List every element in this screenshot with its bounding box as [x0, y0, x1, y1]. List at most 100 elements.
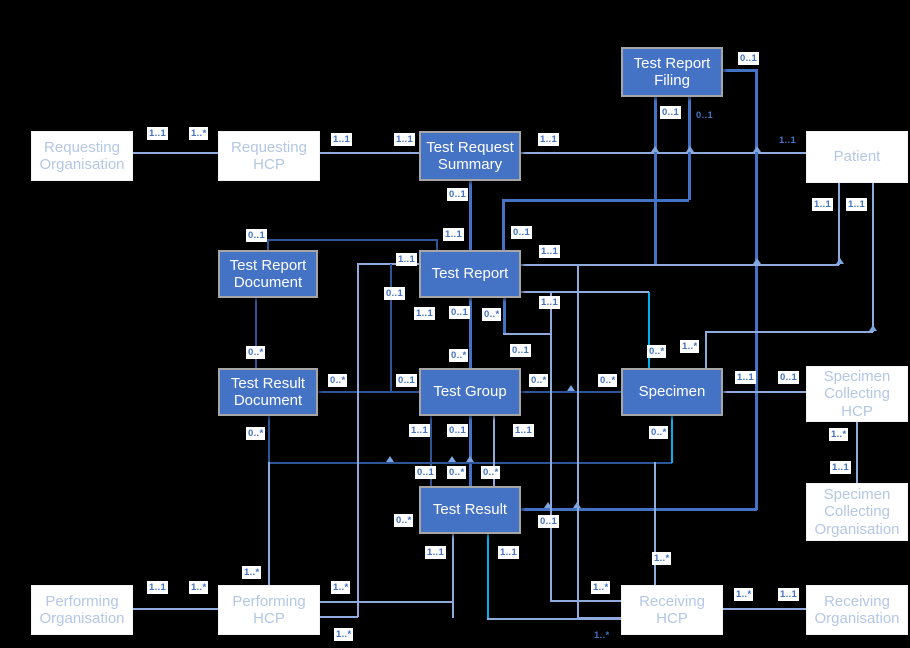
connector-segment	[755, 69, 758, 510]
cardinality-label: 0..1	[510, 344, 532, 357]
cardinality-label: 0..1	[415, 466, 437, 479]
cardinality-label: 1..*	[331, 581, 351, 594]
connector-segment	[654, 462, 656, 585]
node-label: Patient	[833, 148, 881, 166]
connector-segment	[671, 416, 673, 463]
cardinality-label: 0..*	[598, 374, 618, 387]
cardinality-label: 0..1	[396, 374, 418, 387]
node-test-result: Test Result	[419, 486, 521, 534]
arrowhead-icon	[869, 325, 877, 331]
cardinality-label: 1..*	[242, 566, 262, 579]
cardinality-label: 0..*	[529, 374, 549, 387]
cardinality-label: 1..1	[396, 253, 418, 266]
connector-segment	[705, 331, 873, 333]
connector-segment	[838, 183, 840, 265]
cardinality-label: 1..1	[498, 546, 520, 559]
cardinality-label: 0..*	[328, 374, 348, 387]
connector-segment	[469, 181, 472, 251]
node-test-report-document: Test Report Document	[218, 250, 318, 298]
connector-segment	[358, 263, 419, 265]
connector-segment	[452, 534, 454, 618]
node-specimen-collecting-organisation: Specimen Collecting Organisation	[806, 483, 908, 541]
node-label: Test Result Document	[230, 374, 306, 409]
node-label: Receiving Organisation	[814, 592, 900, 627]
cardinality-label: 1..*	[189, 127, 209, 140]
node-label: Test Report	[431, 265, 509, 283]
node-label: Requesting HCP	[231, 138, 307, 173]
cardinality-label: 1..1	[331, 133, 353, 146]
cardinality-label: 1..*	[829, 428, 849, 441]
arrowhead-icon	[567, 385, 575, 391]
cardinality-label: 0..*	[649, 426, 669, 439]
cardinality-label: 0..1	[447, 424, 469, 437]
cardinality-label: 1..1	[513, 424, 535, 437]
cardinality-label: 1..1	[147, 581, 169, 594]
cardinality-label: 1..1	[778, 588, 800, 601]
connector-segment	[320, 152, 419, 154]
node-label: Receiving HCP	[639, 592, 705, 627]
cardinality-label: 0..1	[447, 188, 469, 201]
cardinality-label: 1..1	[409, 424, 431, 437]
node-label: Specimen Collecting HCP	[823, 368, 891, 420]
connector-segment	[255, 298, 257, 368]
connector-segment	[550, 600, 621, 602]
cardinality-label: 1..1	[812, 198, 834, 211]
connector-segment	[493, 416, 495, 486]
node-label: Test Result	[432, 501, 508, 519]
node-label: Performing HCP	[232, 592, 306, 627]
cardinality-label: 0..*	[449, 349, 469, 362]
cardinality-label: 1..1	[779, 135, 797, 146]
arrowhead-icon	[386, 456, 394, 462]
connector-segment	[550, 291, 552, 601]
connector-segment	[856, 422, 858, 483]
connector-segment	[469, 298, 472, 368]
node-test-report: Test Report	[419, 250, 521, 298]
node-specimen: Specimen	[621, 368, 723, 416]
cardinality-label: 1..*	[680, 340, 700, 353]
cardinality-label: 0..1	[660, 106, 682, 119]
node-specimen-collecting-hcp: Specimen Collecting HCP	[806, 366, 908, 422]
arrowhead-icon	[753, 258, 761, 264]
connector-segment	[654, 97, 657, 265]
connector-segment	[436, 239, 438, 250]
connector-segment	[320, 616, 358, 618]
cardinality-label: 0..1	[384, 287, 406, 300]
node-label: Specimen Collecting Organisation	[814, 486, 900, 538]
arrowhead-icon	[836, 258, 844, 264]
connector-segment	[268, 416, 270, 463]
node-test-result-document: Test Result Document	[218, 368, 318, 416]
node-label: Specimen	[638, 383, 706, 401]
cardinality-label: 1..*	[189, 581, 209, 594]
node-performing-organisation: Performing Organisation	[31, 585, 133, 635]
cardinality-label: 0..*	[481, 466, 501, 479]
node-patient: Patient	[806, 131, 908, 183]
cardinality-label: 1..1	[735, 371, 757, 384]
node-requesting-hcp: Requesting HCP	[218, 131, 320, 181]
connector-segment	[357, 263, 359, 617]
connector-segment	[521, 291, 649, 293]
arrowhead-icon	[686, 146, 694, 152]
cardinality-label: 1..*	[734, 588, 754, 601]
connector-segment	[723, 69, 756, 72]
connector-segment	[268, 462, 270, 585]
node-test-report-filing: Test Report Filing	[621, 47, 723, 97]
connector-segment	[268, 462, 672, 464]
connector-segment	[267, 240, 269, 250]
node-label: Test Report Filing	[633, 54, 711, 89]
cardinality-label: 0..1	[538, 515, 560, 528]
cardinality-label: 1..*	[594, 630, 610, 641]
cardinality-label: 0..*	[394, 514, 414, 527]
connector-segment	[502, 199, 505, 250]
connector-segment	[872, 183, 874, 332]
cardinality-label: 1..1	[539, 296, 561, 309]
connector-segment	[521, 152, 806, 154]
arrowhead-icon	[573, 502, 581, 508]
connector-segment	[521, 391, 621, 393]
node-label: Test Report Document	[229, 256, 307, 291]
cardinality-label: 1..*	[591, 581, 611, 594]
cardinality-label: 0..1	[778, 371, 800, 384]
connector-segment	[487, 618, 654, 620]
arrowhead-icon	[466, 456, 474, 462]
connector-segment	[390, 264, 392, 392]
